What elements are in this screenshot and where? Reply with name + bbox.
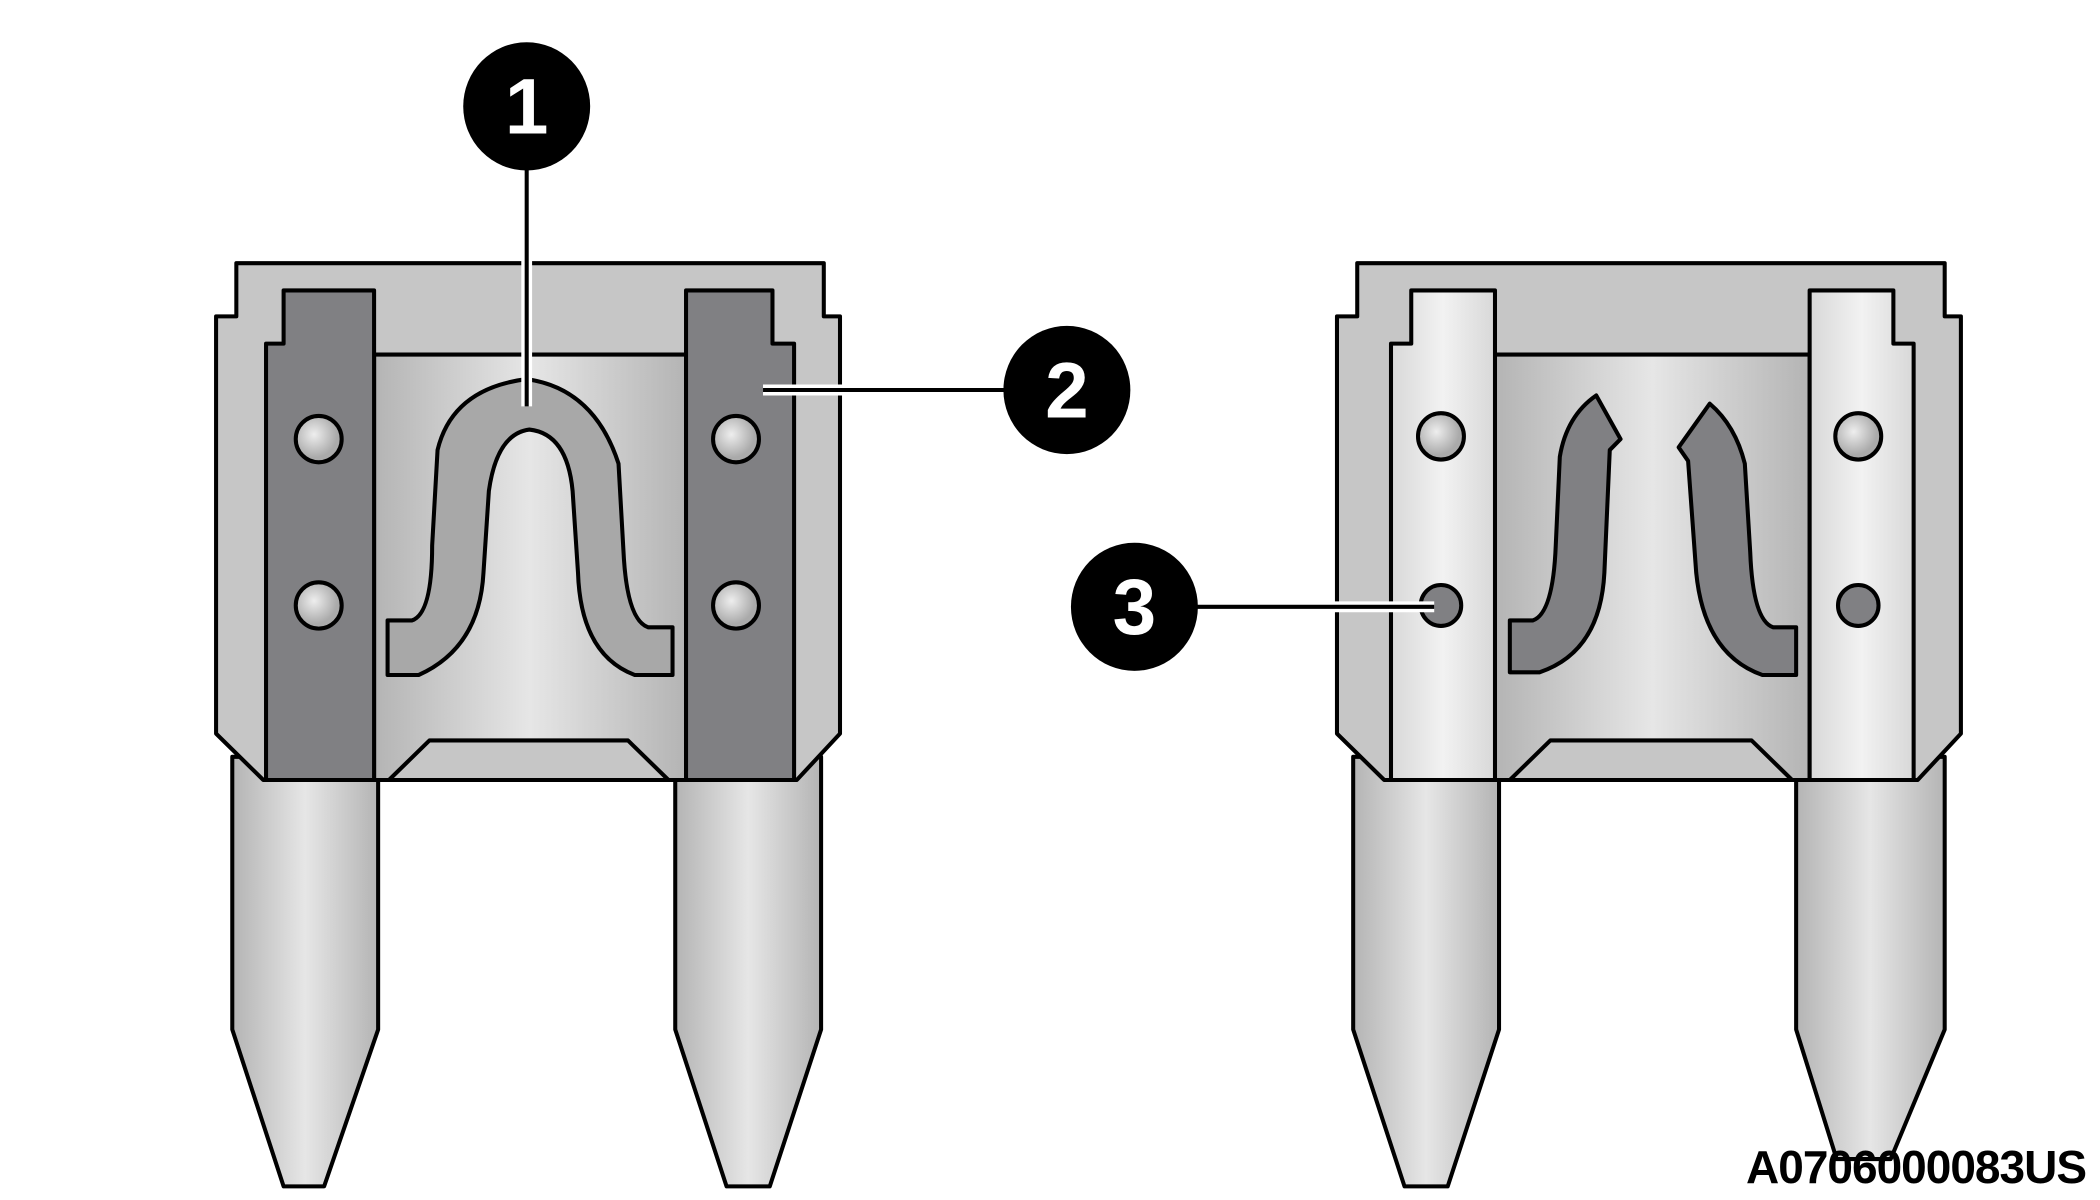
right-blade bbox=[673, 754, 824, 1189]
callout-3-number: 3 bbox=[1113, 563, 1157, 651]
good-fuse bbox=[214, 261, 843, 1189]
callout-1 bbox=[463, 42, 591, 407]
terminal-right bbox=[1807, 288, 1916, 783]
terminal-left bbox=[264, 288, 377, 783]
terminal-left bbox=[1388, 288, 1498, 783]
callout-2 bbox=[763, 325, 1131, 455]
right-blade bbox=[1794, 754, 1947, 1162]
blown-fuse bbox=[1334, 261, 1963, 1189]
fuse-element-intact bbox=[385, 377, 675, 678]
broken-element-right bbox=[1676, 401, 1799, 678]
center-window bbox=[1492, 352, 1812, 783]
left-blade bbox=[1351, 754, 1502, 1189]
figure-id: A0706000083US bbox=[1746, 1141, 2087, 1193]
callout-1-number: 1 bbox=[505, 62, 549, 150]
callout-2-number: 2 bbox=[1045, 346, 1089, 434]
left-blade bbox=[230, 754, 381, 1189]
terminal-right bbox=[684, 288, 797, 783]
broken-element-left bbox=[1507, 393, 1623, 675]
callout-3 bbox=[1070, 542, 1435, 671]
